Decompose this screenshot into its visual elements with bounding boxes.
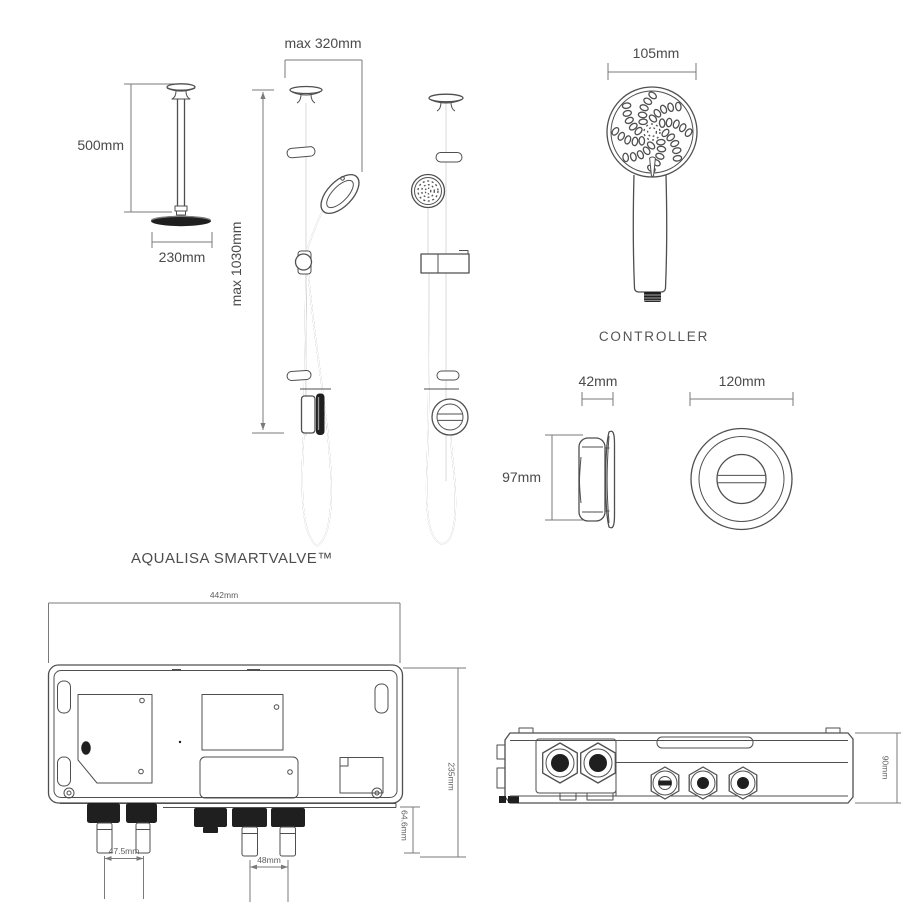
ceiling-head-dimension-lines [124, 83, 213, 248]
smartvalve-front-dimension-lines [48, 602, 466, 902]
controller-side-dimension-lines [545, 392, 614, 521]
label-rail-max-height: max 1030mm [228, 221, 244, 307]
label-handset-diameter: 105mm [632, 45, 680, 61]
label-valve-right-port-spacing: 48mm [257, 855, 281, 865]
handset-drawing [606, 86, 698, 302]
label-controller-depth: 42mm [578, 373, 618, 389]
smartvalve-side-dimension-lines [855, 732, 901, 804]
label-valve-depth: 90mm [880, 755, 891, 780]
smartvalve-title: AQUALISA SMARTVALVE™ [131, 550, 333, 567]
label-ceiling-head-diameter: 230mm [158, 249, 206, 265]
ceiling-shower-head-drawing [151, 83, 211, 227]
rail-side-dimension-lines [252, 59, 363, 434]
label-ceiling-head-height: 500mm [77, 137, 124, 153]
label-controller-height: 97mm [502, 469, 541, 485]
rail-side-view-drawing [286, 85, 360, 547]
handset-dimension-lines [607, 63, 697, 80]
label-valve-connector-height: 64.6mm [399, 810, 410, 841]
label-rail-max-width: max 320mm [284, 35, 362, 51]
controller-side-view-drawing [578, 430, 616, 529]
smartvalve-front-view-drawing [47, 664, 404, 857]
smartvalve-side-view-drawing [496, 727, 854, 804]
controller-front-view-drawing [690, 427, 793, 531]
label-valve-width: 442mm [209, 590, 239, 600]
label-controller-diameter: 120mm [718, 373, 766, 389]
rail-front-view-drawing [410, 93, 470, 545]
controller-front-dimension-lines [689, 392, 794, 406]
label-valve-left-port-spacing: 47.5mm [108, 846, 140, 856]
label-valve-height: 235mm [446, 762, 457, 791]
controller-caption: CONTROLLER [598, 329, 710, 344]
